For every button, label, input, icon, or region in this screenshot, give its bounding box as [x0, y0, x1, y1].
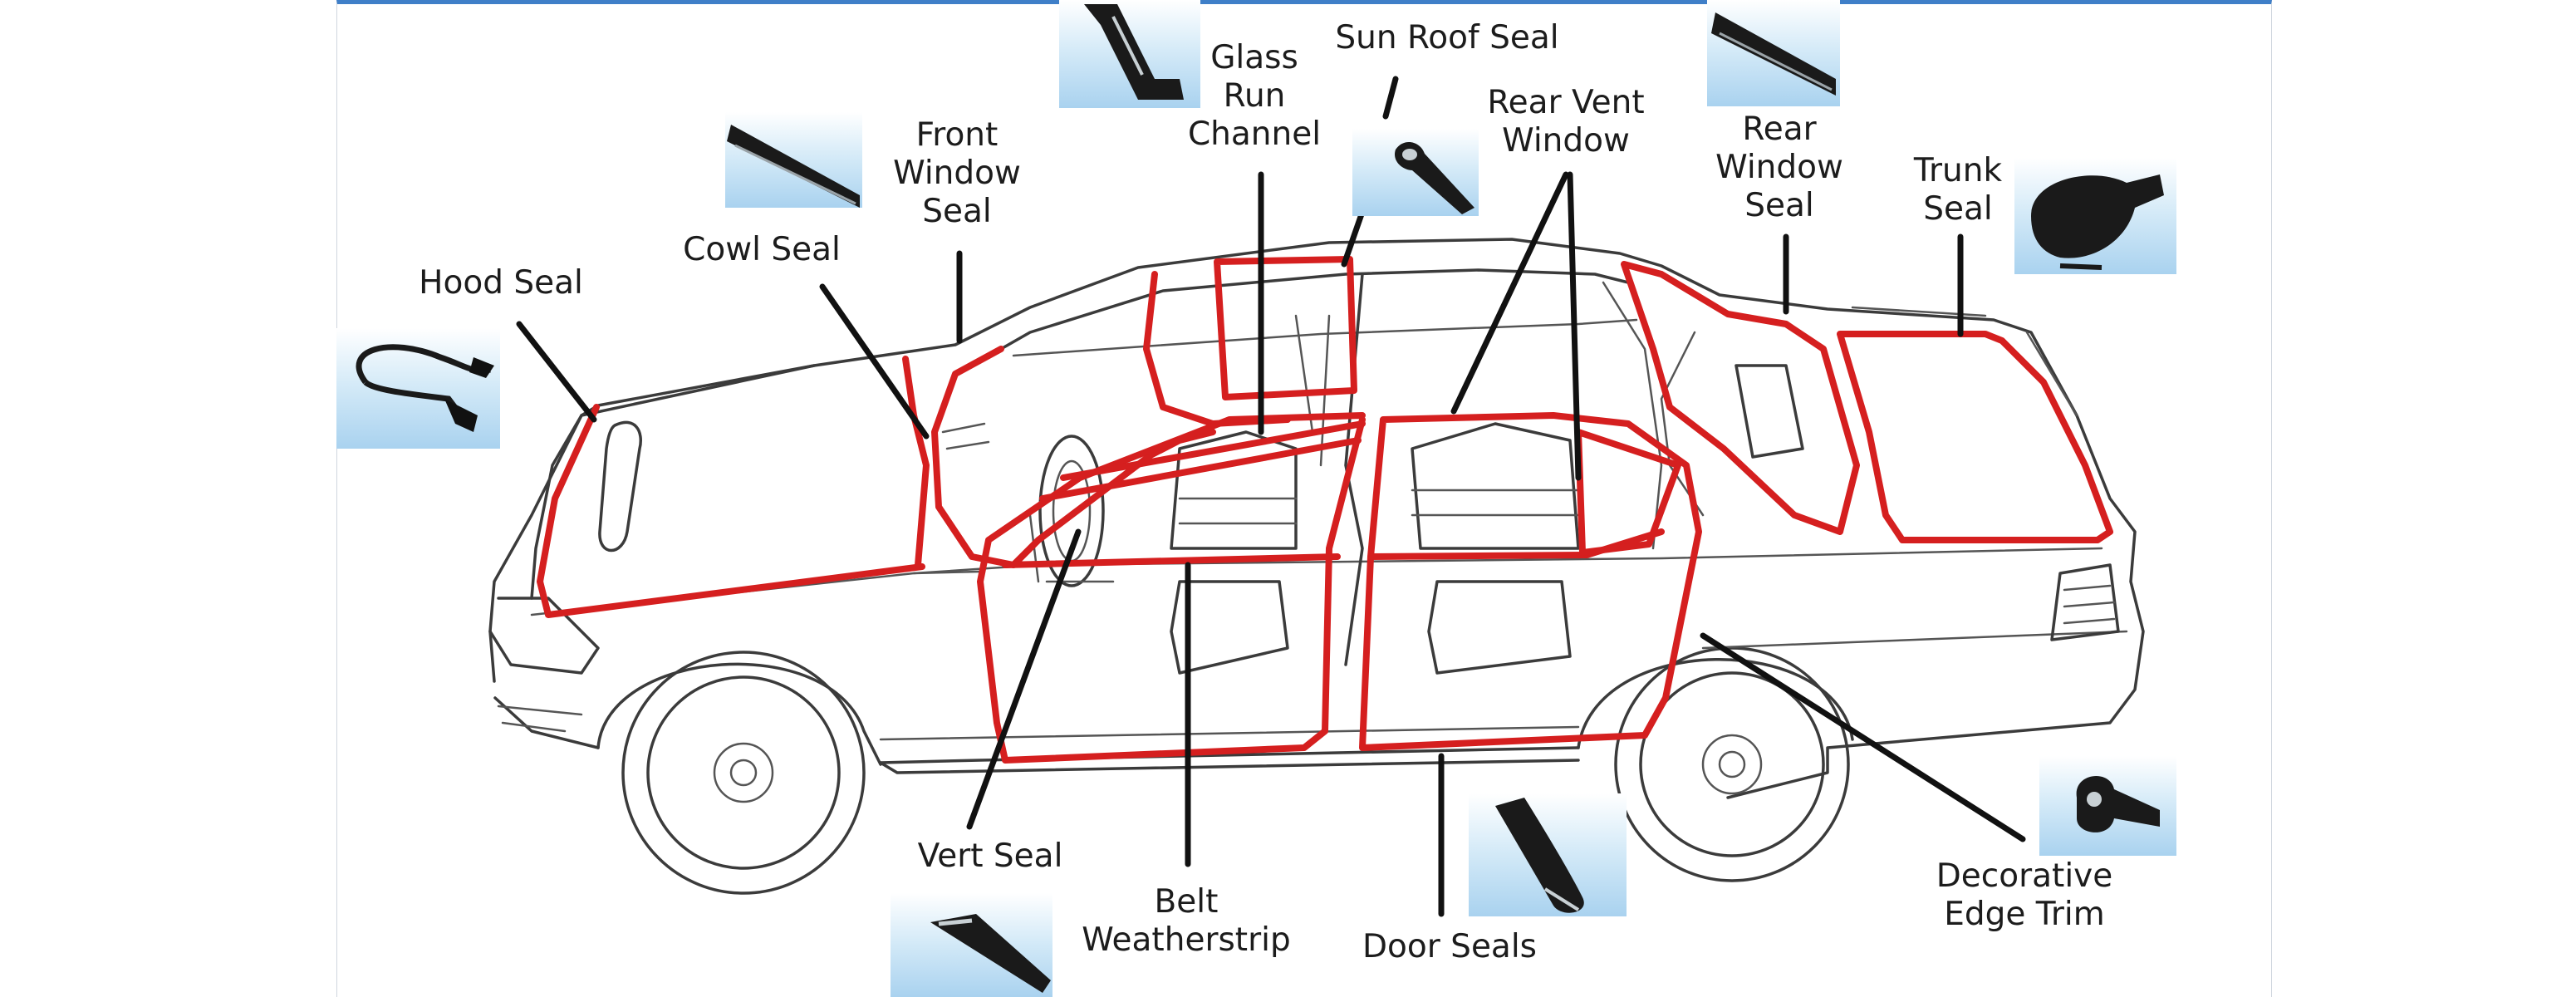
- glass-run-channel-label-1: Glass: [1210, 39, 1298, 76]
- rear-window-seal-label-3: Seal: [1744, 187, 1813, 224]
- hood-seal-photo: [336, 328, 500, 449]
- trunk-seal-photo: [2014, 158, 2176, 274]
- front-window-seal-label-2: Window: [893, 155, 1021, 192]
- sun-roof-seal-leader: [1382, 76, 1399, 120]
- front-window-seal-label-1: Front: [916, 116, 999, 154]
- front-window-seal-label-3: Seal: [922, 193, 991, 230]
- rear-vent-window-outline: [1575, 429, 1681, 556]
- front-door-inner-line-2: [1039, 437, 1362, 502]
- rubber-cable-icon: [356, 344, 494, 432]
- front-door-seal-outline: [977, 412, 1366, 764]
- sun-roof-seal-leader-2: [1341, 209, 1366, 268]
- vert-seal-label: Vert Seal: [918, 837, 1063, 875]
- hood-seal-leader: [516, 321, 597, 423]
- cowl-seal-leader: [819, 283, 930, 440]
- rubber-strip-icon: [727, 125, 860, 208]
- rubber-strip-icon: [1711, 12, 1836, 96]
- rear-door-seal-outline: [1359, 412, 1702, 751]
- hood-seal-label: Hood Seal: [419, 264, 583, 302]
- decorative-edge-trim-leader: [1700, 632, 2026, 842]
- edge-trim-profile-icon: [2076, 775, 2160, 832]
- front-door-inner-line: [1060, 420, 1366, 481]
- decorative-edge-trim-label-1: Decorative: [1936, 857, 2112, 895]
- belt-weatherstrip-label-1: Belt: [1155, 883, 1219, 921]
- rear-window-seal-label-2: Window: [1715, 149, 1843, 186]
- decorative-edge-trim-photo: [2039, 756, 2176, 856]
- u-channel-icon: [1084, 4, 1184, 100]
- bulb-seal-icon: [1395, 141, 1474, 214]
- front-window-seal-photo: [725, 112, 862, 208]
- hood-seal-outline: [537, 404, 925, 618]
- sun-roof-seal-photo: [1352, 129, 1479, 216]
- car-body-outline: [488, 238, 2145, 895]
- rear-window-seal-photo: [1707, 0, 1840, 106]
- diagram-panel: [336, 0, 2272, 997]
- d-profile-icon: [1495, 798, 1584, 913]
- belt-weatherstrip-label-2: Weatherstrip: [1082, 921, 1290, 959]
- door-seals-photo: [1469, 793, 1627, 916]
- seal-outlines: [537, 256, 2113, 764]
- trunk-seal-outline: [1837, 331, 2113, 543]
- rear-window-seal-label-1: Rear: [1742, 111, 1817, 148]
- rear-vent-window-label-1: Rear Vent: [1487, 84, 1644, 121]
- vert-seal-leader: [966, 528, 1082, 830]
- sun-roof-seal-label: Sun Roof Seal: [1335, 19, 1558, 56]
- leader-lines: [516, 76, 2026, 917]
- rear-vent-window-label-2: Window: [1502, 122, 1630, 160]
- trunk-seal-label-2: Seal: [1923, 190, 1992, 228]
- decorative-edge-trim-label-2: Edge Trim: [1944, 896, 2105, 933]
- cowl-seal-label: Cowl Seal: [683, 231, 841, 268]
- vert-seal-photo: [891, 893, 1052, 997]
- glass-run-channel-label-2: Run: [1224, 77, 1286, 115]
- rear-vent-window-leader-b: [1567, 171, 1582, 481]
- trunk-seal-label-1: Trunk: [1913, 152, 2003, 189]
- rear-window-seal-outline: [1621, 261, 1860, 535]
- trunk-seal-profile-icon: [2031, 174, 2164, 270]
- cowl-seal-outline: [902, 356, 930, 568]
- rear-vent-window-leader-a: [1450, 171, 1569, 415]
- glass-run-channel-label-3: Channel: [1188, 115, 1321, 153]
- glass-run-channel-photo: [1059, 0, 1200, 108]
- belt-weatherstrip-outline: [1002, 553, 1341, 568]
- door-seals-label: Door Seals: [1362, 928, 1537, 965]
- sun-roof-seal-outline: [1214, 256, 1357, 400]
- callout-labels: Hood Seal Cowl Seal Front Window Seal Gl…: [419, 19, 2112, 965]
- rubber-strip-icon: [930, 914, 1051, 993]
- rear-door-belt-outline: [1367, 528, 1665, 560]
